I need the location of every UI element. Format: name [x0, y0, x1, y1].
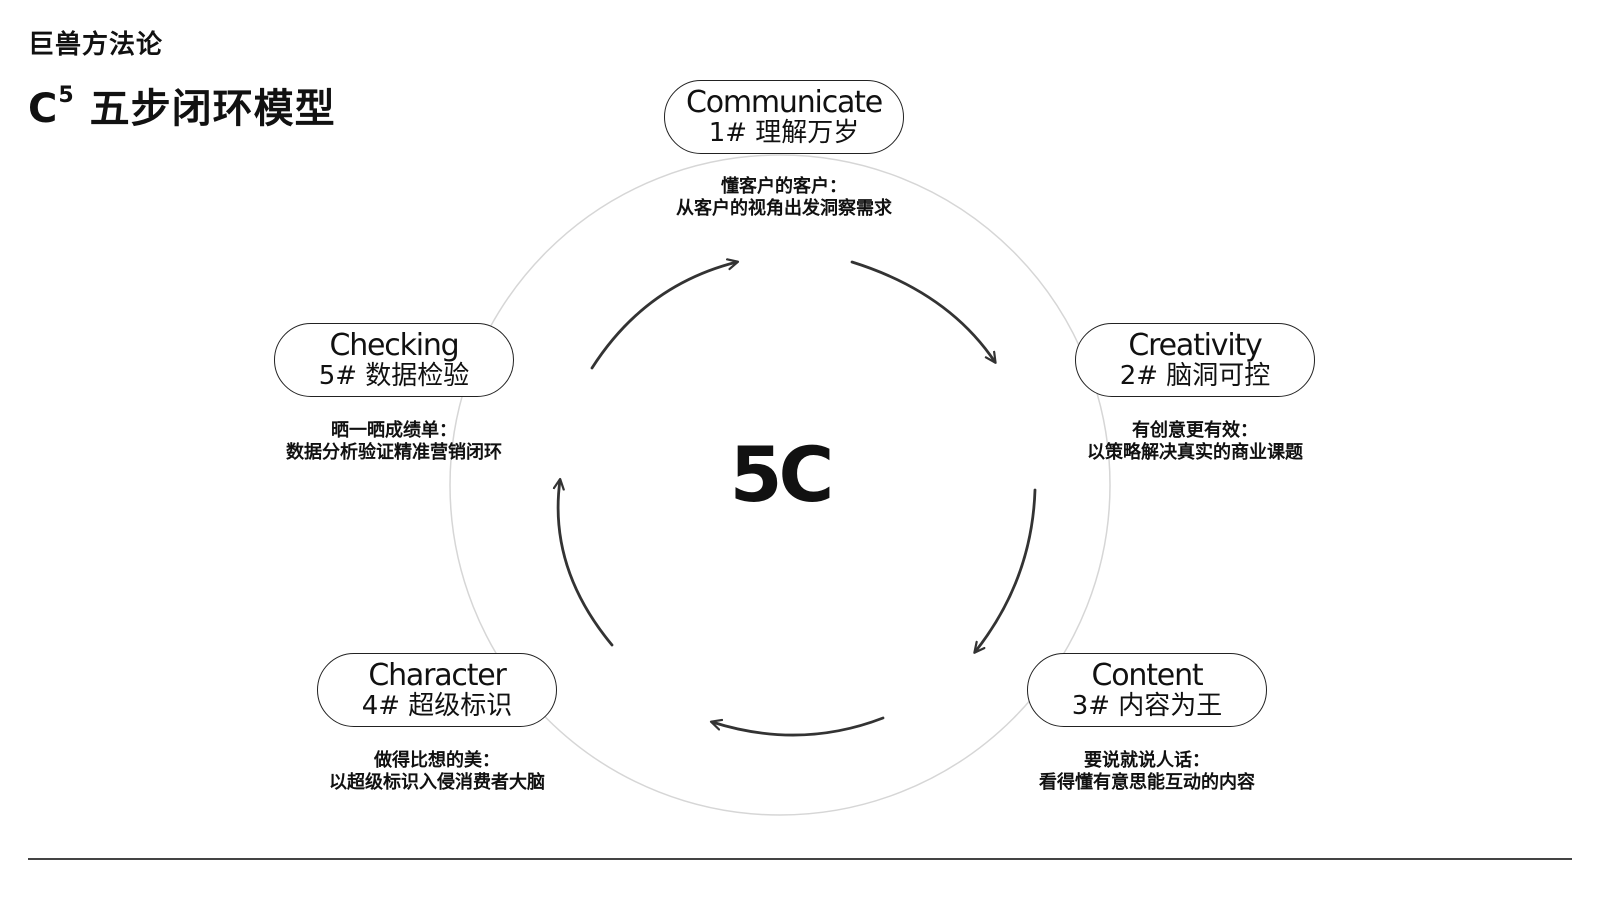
step-checking-pill: Checking 5# 数据检验	[274, 323, 514, 397]
step-character-pill: Character 4# 超级标识	[317, 653, 557, 727]
arrow-communicate-to-creativity	[850, 260, 995, 362]
step-creativity-desc: 有创意更有效： 以策略解决真实的商业课题	[1045, 420, 1345, 464]
step-character-desc: 做得比想的美： 以超级标识入侵消费者大脑	[287, 750, 587, 794]
step-communicate-desc-line-1: 懂客户的客户：	[721, 176, 847, 197]
step-checking-title: Checking	[329, 328, 459, 363]
title-superscript: 5	[58, 82, 75, 108]
step-communicate-pill: Communicate 1# 理解万岁	[664, 80, 904, 154]
page-title: C5 五步闭环模型	[28, 76, 336, 134]
step-character-desc-line-1: 做得比想的美：	[374, 750, 500, 771]
bottom-divider	[28, 858, 1572, 860]
step-checking-desc-line-2: 数据分析验证精准营销闭环	[286, 442, 502, 463]
step-content-desc-line-2: 看得懂有意思能互动的内容	[1039, 772, 1255, 793]
step-communicate-desc-line-2: 从客户的视角出发洞察需求	[676, 198, 892, 219]
step-content-subtitle: 3# 内容为王	[1071, 691, 1223, 721]
arrow-creativity-to-content	[975, 488, 1037, 652]
title-text: 五步闭环模型	[89, 86, 336, 132]
center-label: 5C	[729, 430, 835, 519]
brand-label: 巨兽方法论	[28, 30, 164, 60]
step-communicate-subtitle: 1# 理解万岁	[708, 118, 860, 148]
step-creativity-desc-line-1: 有创意更有效：	[1132, 420, 1258, 441]
step-checking-desc: 晒一晒成绩单： 数据分析验证精准营销闭环	[244, 420, 544, 464]
arrow-character-to-checking	[558, 480, 614, 647]
step-content-desc: 要说就说人话： 看得懂有意思能互动的内容	[997, 750, 1297, 794]
step-creativity-subtitle: 2# 脑洞可控	[1119, 361, 1271, 391]
step-character-desc-line-2: 以超级标识入侵消费者大脑	[329, 772, 545, 793]
step-communicate-title: Communicate	[685, 85, 883, 120]
step-content-title: Content	[1091, 658, 1204, 693]
step-content-pill: Content 3# 内容为王	[1027, 653, 1267, 727]
step-content-desc-line-1: 要说就说人话：	[1084, 750, 1210, 771]
step-creativity-desc-line-2: 以策略解决真实的商业课题	[1087, 442, 1303, 463]
arrow-content-to-character	[712, 716, 885, 737]
arrow-checking-to-communicate	[590, 262, 737, 370]
step-creativity-pill: Creativity 2# 脑洞可控	[1075, 323, 1315, 397]
outer-ring	[449, 154, 1111, 816]
step-checking-desc-line-1: 晒一晒成绩单：	[331, 420, 457, 441]
step-creativity-title: Creativity	[1128, 328, 1262, 363]
step-character-title: Character	[368, 658, 507, 693]
title-prefix: C	[28, 86, 59, 132]
step-checking-subtitle: 5# 数据检验	[318, 361, 470, 391]
step-character-subtitle: 4# 超级标识	[361, 691, 513, 721]
step-communicate-desc: 懂客户的客户： 从客户的视角出发洞察需求	[634, 176, 934, 220]
